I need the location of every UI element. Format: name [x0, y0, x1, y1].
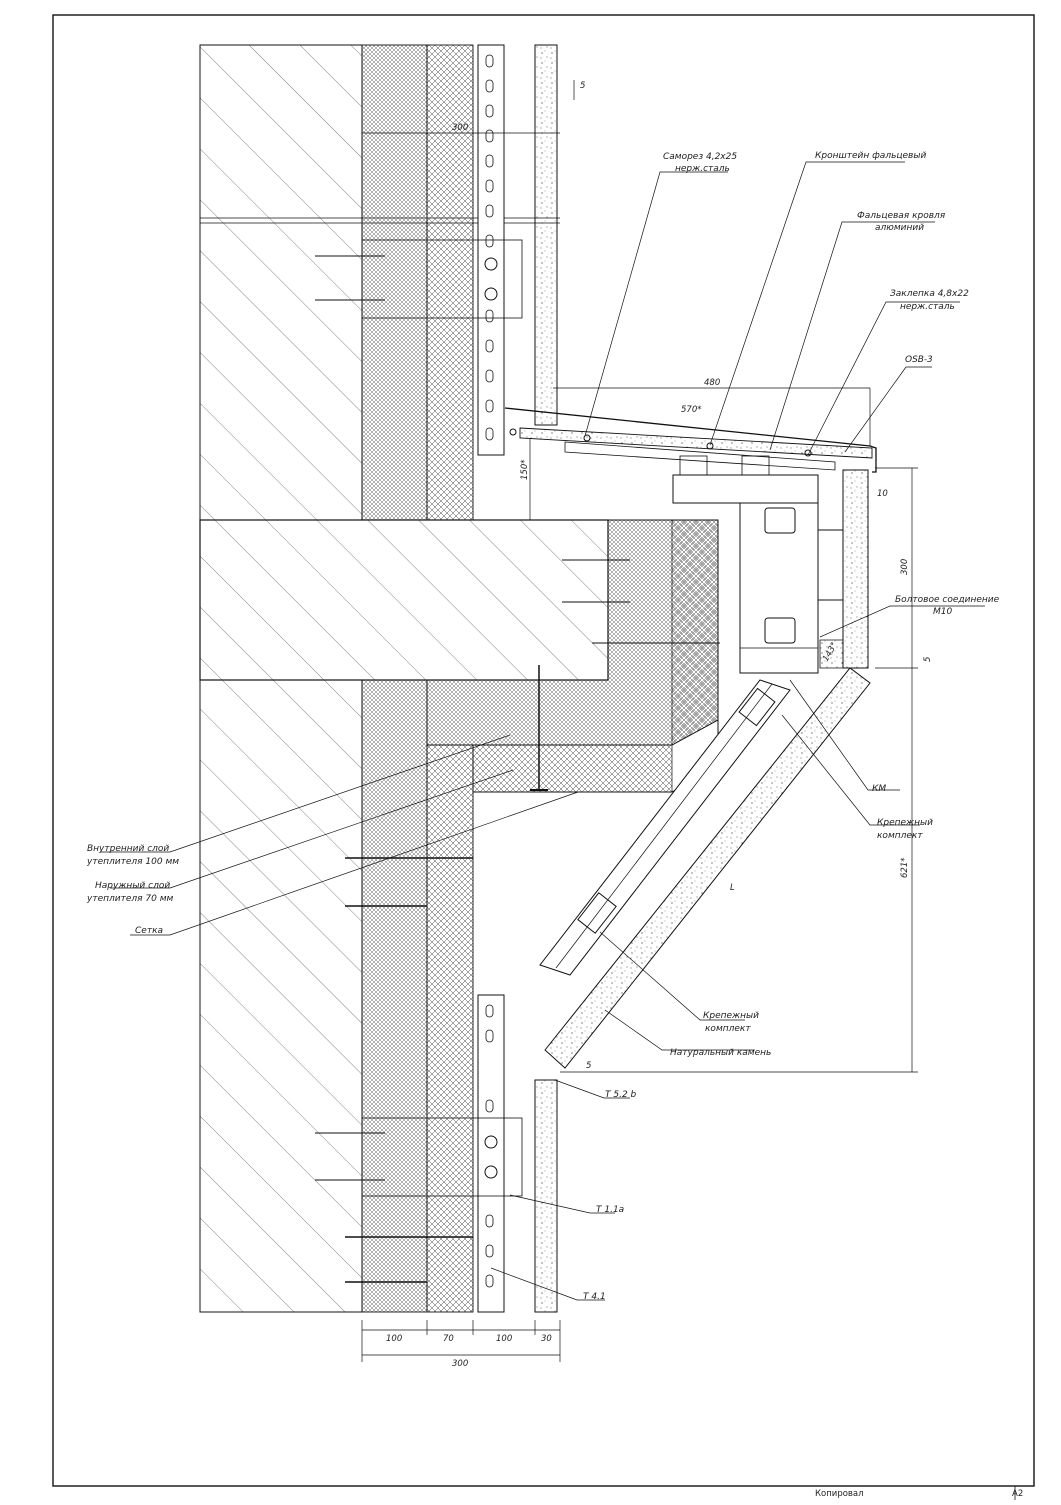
stone-soffit-sloped	[544, 667, 871, 1069]
inner-insulation-label-1: Внутренний слой	[87, 844, 169, 854]
dim-30: 30	[541, 1334, 552, 1344]
km-label: КМ	[872, 784, 886, 794]
dim-L: L	[730, 883, 735, 893]
subframe-profile-upper	[361, 44, 523, 456]
stone-cornice-vertical	[842, 469, 869, 669]
seam-roof-assembly	[504, 407, 877, 473]
seam-roof-label-2: алюминий	[875, 223, 924, 233]
bolt-joint-label-2: М10	[933, 607, 952, 617]
screw-label-1: Саморез 4,2х25	[663, 152, 737, 162]
outer-insulation-label-2: утеплителя 70 мм	[86, 894, 174, 904]
inner-insulation-label-2: утеплителя 100 мм	[86, 857, 179, 867]
inclined-bracket	[539, 679, 791, 976]
console-bracket	[672, 455, 843, 674]
dim-5-right: 5	[923, 657, 933, 662]
fixing-kit-upper-1: Крепежный	[877, 818, 933, 828]
seam-roof-label-1: Фальцевая кровля	[857, 211, 946, 221]
stone-panel-lower	[534, 1079, 558, 1313]
subframe-profile-lower	[361, 994, 523, 1313]
osb-board	[519, 427, 873, 459]
concrete-wall	[199, 44, 609, 1313]
natural-stone-label: Натуральный камень	[670, 1048, 771, 1058]
dim-5-top: 5	[580, 81, 585, 91]
dim-480: 480	[704, 378, 720, 388]
format-label: А2	[1012, 1489, 1023, 1499]
t11a-label: Т 1.1a	[596, 1205, 624, 1215]
copied-by-label: Копировал	[815, 1489, 864, 1499]
dim-100-a: 100	[386, 1334, 402, 1344]
callout-labels: Саморез 4,2х25 нерж.сталь Кронштейн фаль…	[86, 151, 1000, 1302]
dim-300-top: 300	[452, 123, 468, 133]
floor-slab	[199, 519, 609, 681]
stone-cladding	[534, 44, 871, 1313]
dim-570: 570*	[681, 405, 701, 415]
fixing-kit-lower-1: Крепежный	[703, 1011, 759, 1021]
insulation-layers	[361, 44, 719, 1313]
anchors	[315, 255, 720, 1283]
t41-label: Т 4.1	[583, 1292, 606, 1302]
dimension-lines	[361, 80, 918, 1362]
dim-150: 150*	[520, 460, 530, 480]
seam-bracket-label: Кронштейн фальцевый	[815, 151, 926, 161]
screw-label-2: нерж.сталь	[675, 164, 730, 174]
seam-roof-sheet	[504, 407, 877, 473]
rivet-label-2: нерж.сталь	[900, 302, 955, 312]
slab-insulation-edge	[427, 520, 719, 793]
dim-300-bottom: 300	[452, 1359, 468, 1369]
stone-cornice-corner	[819, 639, 844, 669]
fixing-kit-upper-2: комплект	[877, 831, 923, 841]
seam-bracket	[564, 441, 836, 471]
stone-panel-upper	[534, 44, 558, 426]
title-block	[53, 1340, 1035, 1500]
inner-insulation-lower	[361, 679, 428, 1313]
outer-insulation-upper	[426, 44, 474, 521]
dim-621: 621*	[900, 858, 910, 878]
dim-10: 10	[877, 489, 888, 499]
mesh-label: Сетка	[135, 926, 163, 936]
outer-insulation-lower	[426, 744, 474, 1313]
t52b-label: Т 5.2 b	[605, 1090, 637, 1100]
dim-100-b: 100	[496, 1334, 512, 1344]
dim-300-right: 300	[900, 559, 910, 575]
fixing-kit-lower-2: комплект	[705, 1024, 751, 1034]
outer-insulation-label-1: Наружный слой	[95, 881, 170, 891]
osb-label: OSB-3	[905, 355, 933, 365]
inner-insulation-upper	[361, 44, 428, 521]
dim-5-lower: 5	[586, 1061, 591, 1071]
leader-lines	[100, 161, 985, 1301]
rivet-label-1: Заклепка 4,8х22	[890, 289, 969, 299]
bolt-joint-label-1: Болтовое соединение	[895, 595, 1000, 605]
dim-70: 70	[443, 1334, 454, 1344]
